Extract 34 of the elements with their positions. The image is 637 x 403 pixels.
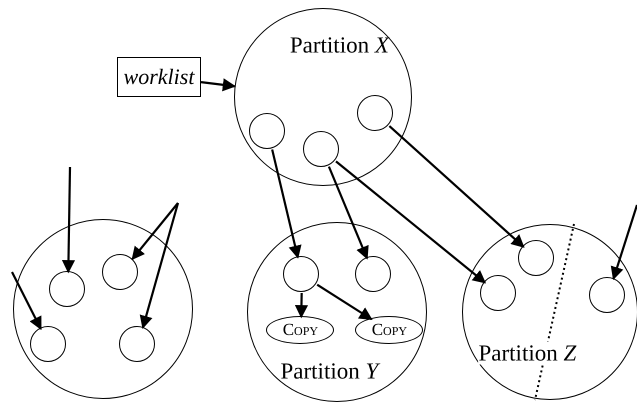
arrow [388,125,525,248]
node-circle [480,275,516,312]
node-circle [102,254,138,290]
arrow [271,149,302,259]
arrow [200,78,236,92]
arrow [328,166,369,260]
copy-ellipse: Copy [266,316,334,344]
worklist-box: worklist [117,57,201,97]
node-circle [518,240,554,276]
arrow [610,204,637,280]
partition-circle [247,222,427,402]
arrow [335,160,486,284]
arrow [11,272,42,330]
node-circle [49,271,86,308]
arrow [62,166,76,274]
partition-circle [462,224,637,400]
arrow [140,202,180,329]
partition-label: Partition X [290,34,389,57]
node-circle [303,131,340,168]
node-circle [119,326,156,362]
node-circle [283,256,320,292]
arrow [294,292,308,318]
node-circle [589,277,626,314]
partition-label: Partition Z [478,342,576,365]
node-circle [13,219,193,399]
arrow [316,284,373,320]
node-circle [30,326,66,362]
partition-circle [234,8,412,186]
node-circle [357,95,394,132]
node-circle [355,256,392,292]
arrow [132,202,179,260]
node-circle [249,113,286,150]
copy-ellipse: Copy [355,316,424,344]
partition-label: Partition Y [280,360,378,383]
